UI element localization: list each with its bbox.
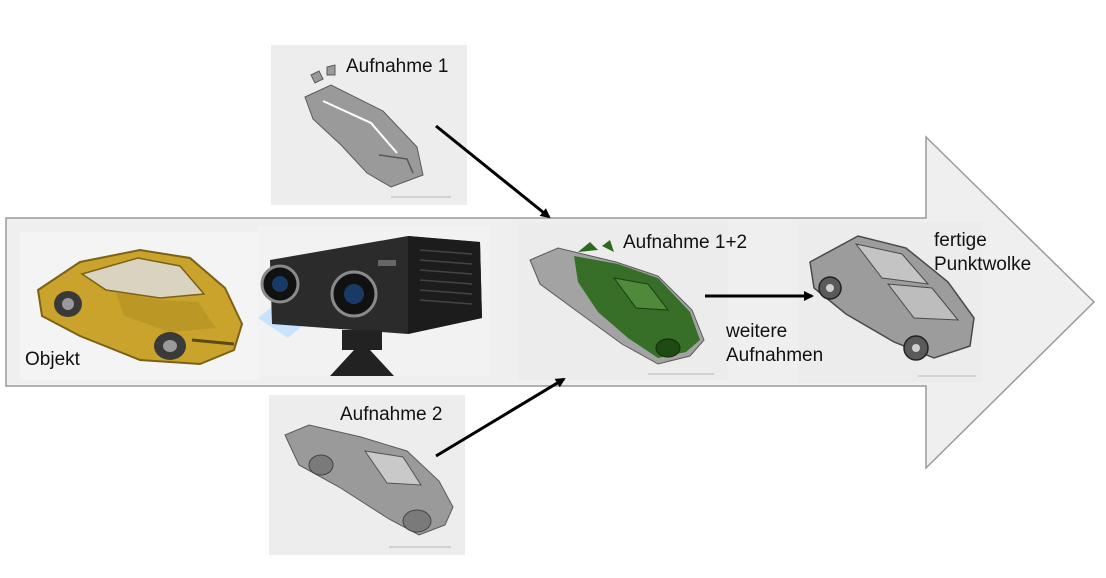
scan1-image [271, 45, 467, 205]
scanner-image [258, 226, 490, 376]
label-more-scans-line2: Aufnahmen [726, 345, 824, 366]
arrow-scan2-to-combined [435, 377, 566, 458]
label-scan1: Aufnahme 1 [346, 56, 449, 77]
label-scan2: Aufnahme 2 [340, 404, 443, 425]
scan2-image [269, 395, 465, 555]
label-scan-combined: Aufnahme 1+2 [623, 232, 748, 253]
label-object: Objekt [25, 349, 80, 370]
label-final-line2: Punktwolke [934, 254, 1032, 275]
object-car-image [20, 232, 260, 380]
combined-scan-image [518, 222, 728, 380]
final-pointcloud-image [798, 222, 982, 382]
arrow-scan1-to-combined [435, 124, 551, 219]
label-final-line1: fertige [934, 230, 987, 251]
label-more-scans-line1: weitere [726, 321, 788, 342]
